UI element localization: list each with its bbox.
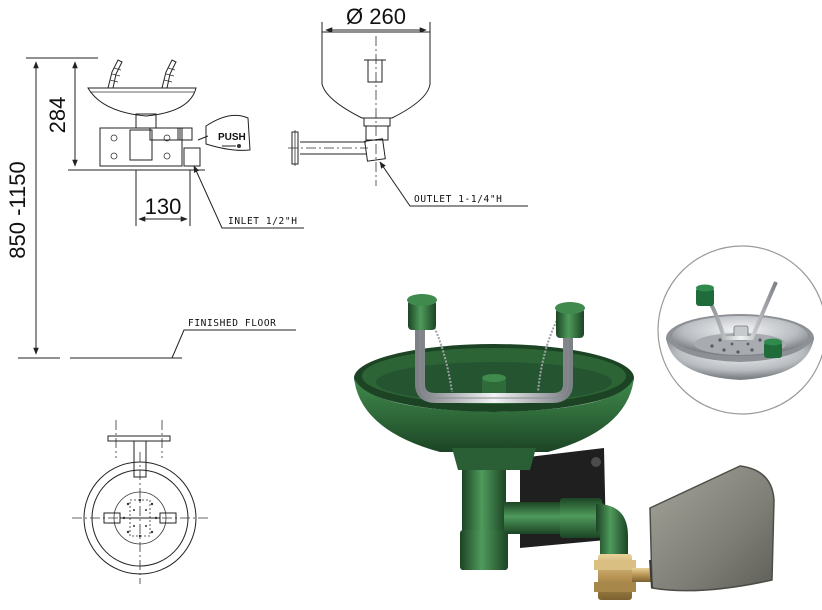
inset-spray-cap-right xyxy=(764,342,782,358)
inset-spray-cap-left xyxy=(696,288,714,306)
bowl-diameter-label: Ø 260 xyxy=(346,4,406,29)
bowl-side-outline xyxy=(87,87,197,117)
front-elevation-view: Ø 260 OUTLET 1-1/4"H xyxy=(288,4,528,207)
side-elevation-view: 850 -1150 284 PUSH xyxy=(5,57,304,359)
spray-head-right xyxy=(161,59,177,89)
floor-label: FINISHED FLOOR xyxy=(188,318,276,329)
product-photo-eyewash xyxy=(354,294,775,600)
plan-view xyxy=(72,420,208,584)
floor-leader xyxy=(171,329,296,359)
photo-spray-cap-left xyxy=(407,294,437,330)
photo-push-plate xyxy=(649,465,775,592)
push-label: PUSH xyxy=(218,132,246,143)
push-plate-side xyxy=(205,114,251,151)
wall-bracket xyxy=(99,127,183,167)
inlet-offset-label: 130 xyxy=(145,194,182,219)
bowl-front-outline xyxy=(321,31,431,119)
inset-photo-stainless xyxy=(657,245,822,415)
inlet-label: INLET 1/2"H xyxy=(228,216,298,227)
mounting-height-label: 850 -1150 xyxy=(5,161,30,258)
outlet-leader xyxy=(379,161,528,207)
photo-spray-cap-right xyxy=(555,302,585,338)
spray-head-left xyxy=(107,59,123,89)
bowl-height-label: 284 xyxy=(45,97,70,134)
inlet-leader xyxy=(193,165,304,229)
outlet-label: OUTLET 1-1/4"H xyxy=(414,194,502,205)
